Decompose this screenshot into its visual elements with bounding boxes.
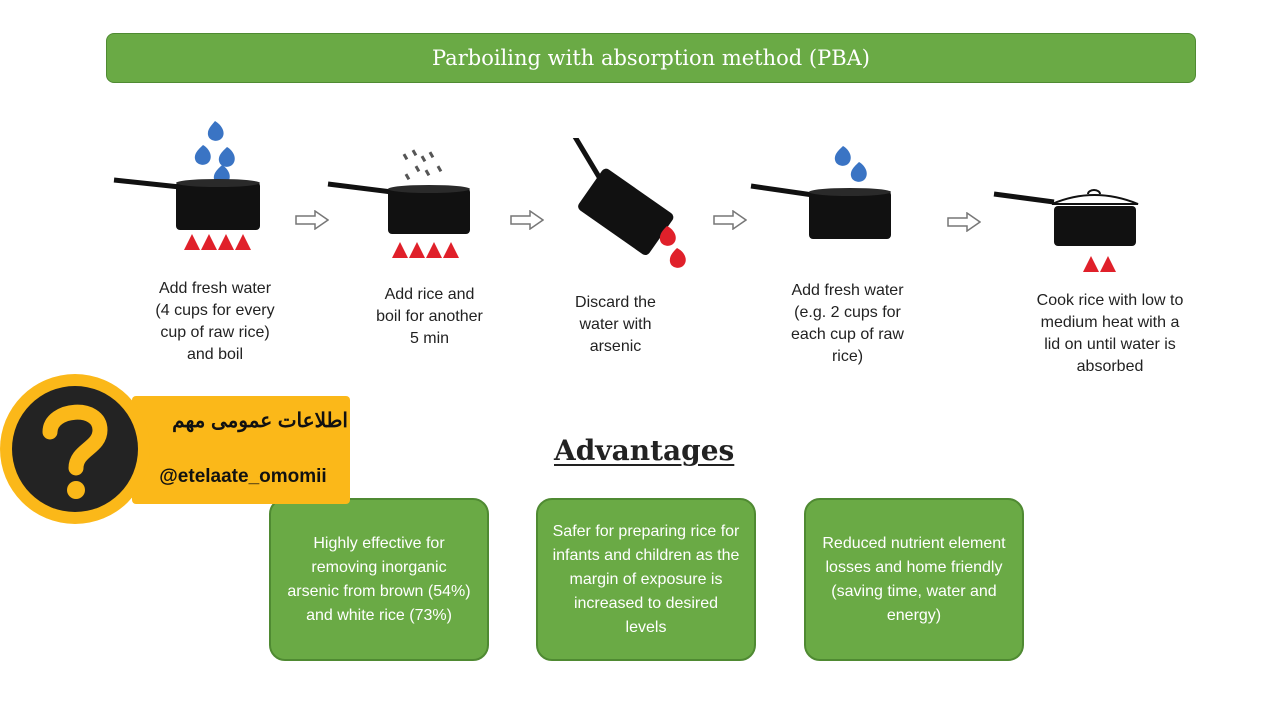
step-5-illustration — [993, 189, 1139, 272]
pot-icon — [993, 189, 1139, 246]
pot-icon — [113, 177, 260, 230]
advantage-text: Safer for preparing rice for infants and… — [552, 522, 740, 636]
advantage-text: Reduced nutrient element losses and home… — [822, 534, 1006, 624]
step-1-illustration — [113, 121, 260, 250]
step-3-text: Discard the water with arsenic — [575, 294, 656, 355]
arrow-right-icon — [295, 210, 329, 230]
advantage-box-1: Highly effective for removing inorganic … — [269, 498, 489, 661]
water-drop-icon — [834, 146, 867, 182]
step-3-illustration — [566, 138, 686, 268]
water-drop-icon — [659, 226, 686, 268]
flame-icon — [1083, 256, 1116, 272]
watermark-handle: @etelaate_omomii — [159, 466, 327, 487]
badge-bar — [132, 396, 350, 504]
flame-icon — [392, 242, 459, 258]
step-2-illustration — [327, 149, 470, 258]
advantage-box-2: Safer for preparing rice for infants and… — [536, 498, 756, 661]
question-mark-icon — [42, 404, 108, 499]
advantage-box-3: Reduced nutrient element losses and home… — [804, 498, 1024, 661]
step-4-text: Add fresh water (e.g. 2 cups for each cu… — [791, 282, 904, 365]
arrow-right-icon — [713, 210, 747, 230]
arrow-right-icon — [947, 212, 981, 232]
arrow-right-icon — [510, 210, 544, 230]
watermark-persian-text: اطلاعات عمومی مهم — [172, 410, 348, 432]
flame-icon — [184, 234, 251, 250]
title-banner: Parboiling with absorption method (PBA) — [106, 33, 1196, 83]
step-1-text: Add fresh water (4 cups for every cup of… — [155, 280, 275, 363]
steam-icon — [402, 149, 443, 181]
advantage-text: Highly effective for removing inorganic … — [287, 534, 471, 624]
step-4-illustration — [750, 146, 891, 239]
page-title: Parboiling with absorption method (PBA) — [432, 46, 870, 70]
pot-icon — [566, 138, 674, 256]
step-5-text: Cook rice with low to medium heat with a… — [1036, 292, 1184, 375]
pot-icon — [327, 181, 470, 234]
step-2-text: Add rice and boil for another 5 min — [376, 286, 483, 347]
advantages-heading: Advantages — [554, 434, 735, 467]
water-drop-icon — [194, 121, 235, 185]
pot-icon — [750, 183, 891, 239]
